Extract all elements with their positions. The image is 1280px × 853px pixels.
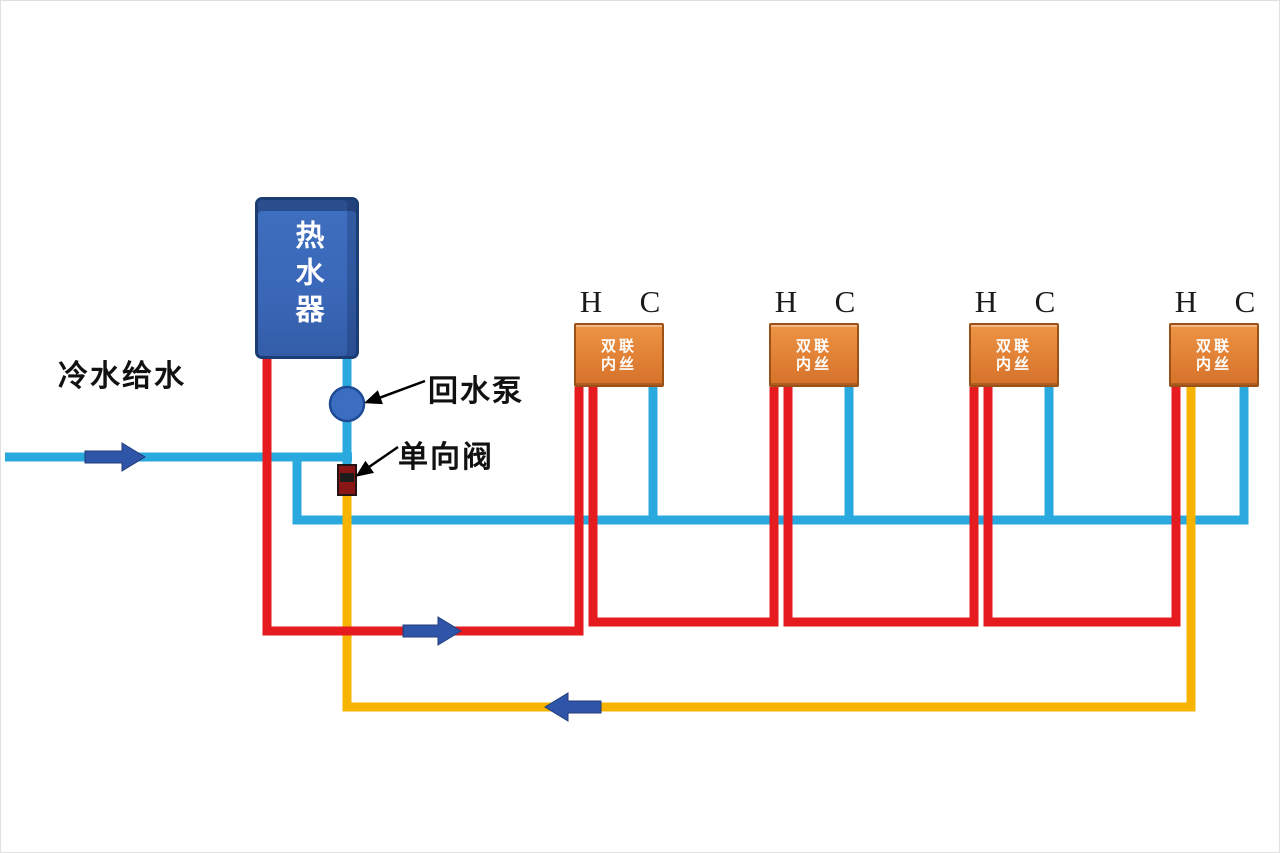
double-union-fitting: 双联 内丝: [574, 323, 664, 387]
cold-port-label: C: [834, 284, 856, 319]
return-pump-icon: [328, 385, 366, 423]
double-union-fitting: 双联 内丝: [1169, 323, 1259, 387]
cold-port-label: C: [1034, 284, 1056, 319]
fitting-label-line1: 双联: [995, 337, 1032, 355]
cold-supply-label: 冷水给水: [58, 360, 186, 393]
flow-arrow-cold-supply: [84, 442, 146, 472]
fitting-label-line2: 内丝: [795, 355, 832, 373]
fitting-label-line2: 内丝: [600, 355, 637, 373]
check-valve-band: [340, 473, 354, 482]
flow-arrow-return: [544, 692, 602, 722]
pump-label-pointer-line: [378, 379, 426, 400]
return-water-pipe: [342, 387, 1196, 712]
fitting-label-line1: 双联: [600, 337, 637, 355]
return-pump-label: 回水泵: [428, 375, 524, 408]
fixture-3: H C 双联 内丝: [969, 284, 1059, 387]
valve-label-pointer-head: [355, 460, 375, 477]
double-union-fitting: 双联 内丝: [769, 323, 859, 387]
double-union-fitting: 双联 内丝: [969, 323, 1059, 387]
cold-port-label: C: [1234, 284, 1256, 319]
fitting-label-line2: 内丝: [1195, 355, 1232, 373]
hot-port-label: H: [974, 284, 998, 319]
fixture-4: H C 双联 内丝: [1169, 284, 1259, 387]
hot-pipe-fixture-2-to-3: [783, 387, 979, 627]
fitting-label-line1: 双联: [795, 337, 832, 355]
fixture-1: H C 双联 内丝: [574, 284, 664, 387]
pump-label-pointer-head: [364, 390, 383, 405]
fitting-label-line2: 内丝: [995, 355, 1032, 373]
hot-pipe-fixture-1-to-2: [588, 387, 779, 627]
check-valve-label: 单向阀: [398, 441, 494, 474]
hot-port-label: H: [774, 284, 798, 319]
fitting-label-line1: 双联: [1195, 337, 1232, 355]
hot-pipe-heater-to-fixture-1: [262, 353, 584, 636]
hot-port-label: H: [579, 284, 603, 319]
cold-port-label: C: [639, 284, 661, 319]
water-heater: 热水器: [255, 197, 359, 359]
hot-port-label: H: [1174, 284, 1198, 319]
water-heater-label: 热水器: [291, 219, 323, 331]
flow-arrow-hot-supply: [402, 616, 462, 646]
fixture-2: H C 双联 内丝: [769, 284, 859, 387]
valve-label-pointer-line: [368, 445, 399, 469]
hot-pipe-fixture-3-to-4: [983, 387, 1181, 627]
